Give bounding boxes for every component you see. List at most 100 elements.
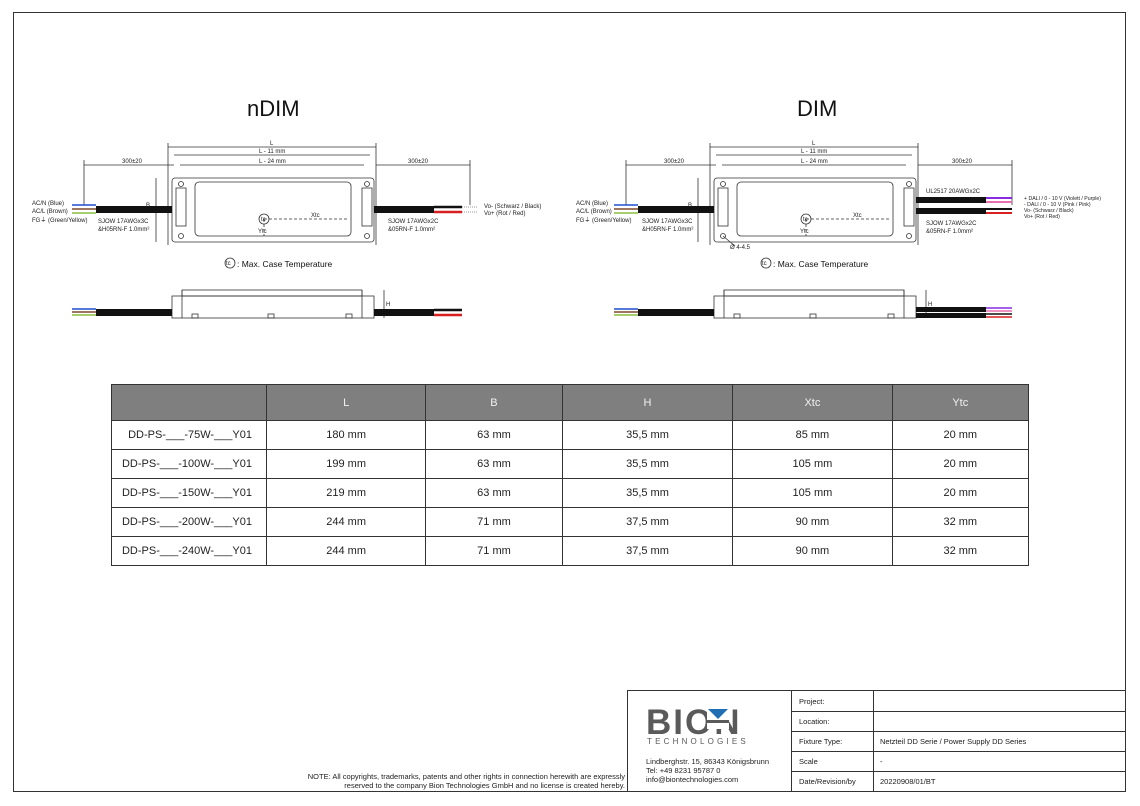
value-cell: 244 mm — [265, 507, 427, 537]
title-row-revision: Date/Revision/by 20220908/01/BT — [792, 771, 1126, 791]
dim-dim-B: B — [688, 203, 692, 209]
header-L: L — [265, 384, 427, 421]
value-cell: 37,5 mm — [561, 507, 734, 537]
revision-value: 20220908/01/BT — [880, 777, 936, 786]
tc-legend-icon — [760, 257, 772, 269]
ndim-dim-L11: L - 11 mm — [259, 149, 285, 155]
fixture-type-label: Fixture Type: — [799, 737, 843, 746]
ndim-dim-B: B — [146, 203, 150, 209]
ndim-dim-H: H — [386, 302, 390, 308]
company-logo-subtitle: TECHNOLOGIES — [647, 737, 749, 746]
title-row-fixture-type: Fixture Type: Netzteil DD Serie / Power … — [792, 731, 1126, 752]
dim-output-labels: + DALI / 0 - 10 V (Violett / Purple) - D… — [1024, 196, 1101, 220]
copyright-note: NOTE: All copyrights, trademarks, patent… — [205, 772, 625, 790]
value-cell: 32 mm — [891, 536, 1030, 566]
header-Ytc: Ytc — [891, 384, 1030, 421]
title-block: BION TECHNOLOGIES Lindberghstr. 15, 8634… — [627, 690, 1126, 792]
logo-mark-icon — [707, 707, 729, 729]
ndim-legend: tc : Max. Case Temperature — [224, 257, 333, 269]
model-cell: DD-PS-___-100W-___Y01 — [111, 449, 267, 479]
value-cell: 63 mm — [425, 478, 563, 508]
fixture-type-value: Netzteil DD Serie / Power Supply DD Seri… — [880, 737, 1027, 746]
header-B: B — [425, 384, 563, 421]
ndim-legend-text: : Max. Case Temperature — [237, 259, 333, 269]
value-cell: 90 mm — [732, 507, 893, 537]
spec-table-header: L B H Xtc Ytc — [111, 384, 1030, 421]
value-cell: 20 mm — [891, 449, 1030, 479]
ndim-legend-tc: tc — [226, 261, 231, 267]
dim-ac-l: AC/L (Brown) — [576, 209, 612, 215]
project-label: Project: — [799, 697, 825, 706]
value-cell: 37,5 mm — [561, 536, 734, 566]
dim-dali-minus: - DALI / 0 - 10 V (Pink / Pink) — [1024, 202, 1091, 208]
ndim-input-cable — [72, 204, 172, 214]
scale-label: Scale — [799, 757, 818, 766]
value-cell: 244 mm — [265, 536, 427, 566]
dim-side-input-cable — [638, 309, 714, 316]
ndim-ac-l: AC/L (Brown) — [32, 209, 68, 215]
dim-ytc: Ytc — [800, 229, 809, 235]
dim-input-cable-spec-1: SJOW 17AWGx3C — [642, 219, 693, 225]
email-line: info@biontechnologies.com — [646, 775, 739, 784]
ndim-input-cable-spec-1: SJOW 17AWGx3C — [98, 219, 149, 225]
title-ndim: nDIM — [247, 96, 300, 121]
ndim-xtc: Xtc — [311, 213, 320, 219]
dim-dim-H: H — [928, 302, 932, 308]
model-cell: DD-PS-___-240W-___Y01 — [111, 536, 267, 566]
value-cell: 35,5 mm — [561, 449, 734, 479]
ndim-ytc: Ytc — [258, 229, 267, 235]
ndim-output-cable-spec-1: SJOW 17AWGx2C — [388, 219, 439, 225]
ndim-out-minus: Vo- (Schwarz / Black) — [484, 204, 541, 210]
technical-drawings: L L - 11 mm L - 24 mm 300±20 300±20 B Xt… — [32, 141, 1101, 319]
ndim-input-cable-spec-2: &H05RN-F 1.0mm² — [98, 227, 149, 233]
phone-line: Tel: +49 8231 95787 0 — [646, 766, 721, 775]
dim-ac-n: AC/N (Blue) — [576, 201, 608, 207]
tc-legend-icon — [224, 257, 236, 269]
dim-cable-len-left: 300±20 — [664, 159, 685, 165]
header-H: H — [561, 384, 734, 421]
title-block-divider — [873, 691, 874, 792]
dim-hole: Ø 4-4.5 — [730, 245, 751, 251]
ndim-dim-L24: L - 24 mm — [259, 159, 286, 165]
ndim-cable-len-left: 300±20 — [122, 159, 143, 165]
dim-dim-L24: L - 24 mm — [801, 159, 828, 165]
spec-table: L B H Xtc Ytc DD-PS-___-75W-___Y01 180 m… — [111, 384, 1030, 566]
dim-side-view — [713, 289, 927, 319]
value-cell: 180 mm — [265, 420, 427, 450]
value-cell: 85 mm — [732, 420, 893, 450]
value-cell: 71 mm — [425, 536, 563, 566]
value-cell: 20 mm — [891, 420, 1030, 450]
copyright-note-line-1: NOTE: All copyrights, trademarks, patent… — [307, 772, 625, 781]
dim-legend: tc : Max. Case Temperature — [760, 257, 869, 269]
ndim-side-input-cable — [96, 309, 172, 316]
scale-value: - — [880, 757, 883, 766]
table-row: DD-PS-___-200W-___Y01 244 mm 71 mm 37,5 … — [111, 507, 1030, 537]
dim-tc-symbol: tc — [803, 217, 808, 223]
value-cell: 35,5 mm — [561, 420, 734, 450]
copyright-note-line-2: reserved to the company Bion Technologie… — [344, 781, 625, 790]
model-cell: DD-PS-___-200W-___Y01 — [111, 507, 267, 537]
dim-legend-tc: tc — [762, 261, 767, 267]
value-cell: 63 mm — [425, 449, 563, 479]
value-cell: 20 mm — [891, 478, 1030, 508]
dim-side-output-cable — [916, 313, 986, 318]
dim-legend-text: : Max. Case Temperature — [773, 259, 869, 269]
company-address: Lindberghstr. 15, 86343 Königsbrunn Tel:… — [646, 757, 769, 784]
ndim-out-plus: Vo+ (Rot / Red) — [484, 211, 526, 217]
company-logo-box: BION TECHNOLOGIES Lindberghstr. 15, 8634… — [628, 691, 792, 792]
ndim-side-view — [171, 289, 385, 319]
dim-output-cables — [916, 197, 1012, 214]
ndim-output-cable-spec-2: &05RN-F 1.0mm² — [388, 227, 435, 233]
dim-dim-L11: L - 11 mm — [801, 149, 827, 155]
dim-output-cable-spec-2: &05RN-F 1.0mm² — [926, 229, 973, 235]
ndim-dim-L: L — [270, 141, 274, 147]
dim-input-cable — [614, 204, 714, 214]
table-row: DD-PS-___-100W-___Y01 199 mm 63 mm 35,5 … — [111, 449, 1030, 479]
ndim-side-output-cable — [374, 309, 434, 316]
value-cell: 105 mm — [732, 449, 893, 479]
location-label: Location: — [799, 717, 830, 726]
revision-label: Date/Revision/by — [799, 777, 856, 786]
dim-input-cable-spec-2: &H05RN-F 1.0mm² — [642, 227, 693, 233]
drawing-frame — [13, 12, 1126, 792]
value-cell: 63 mm — [425, 420, 563, 450]
